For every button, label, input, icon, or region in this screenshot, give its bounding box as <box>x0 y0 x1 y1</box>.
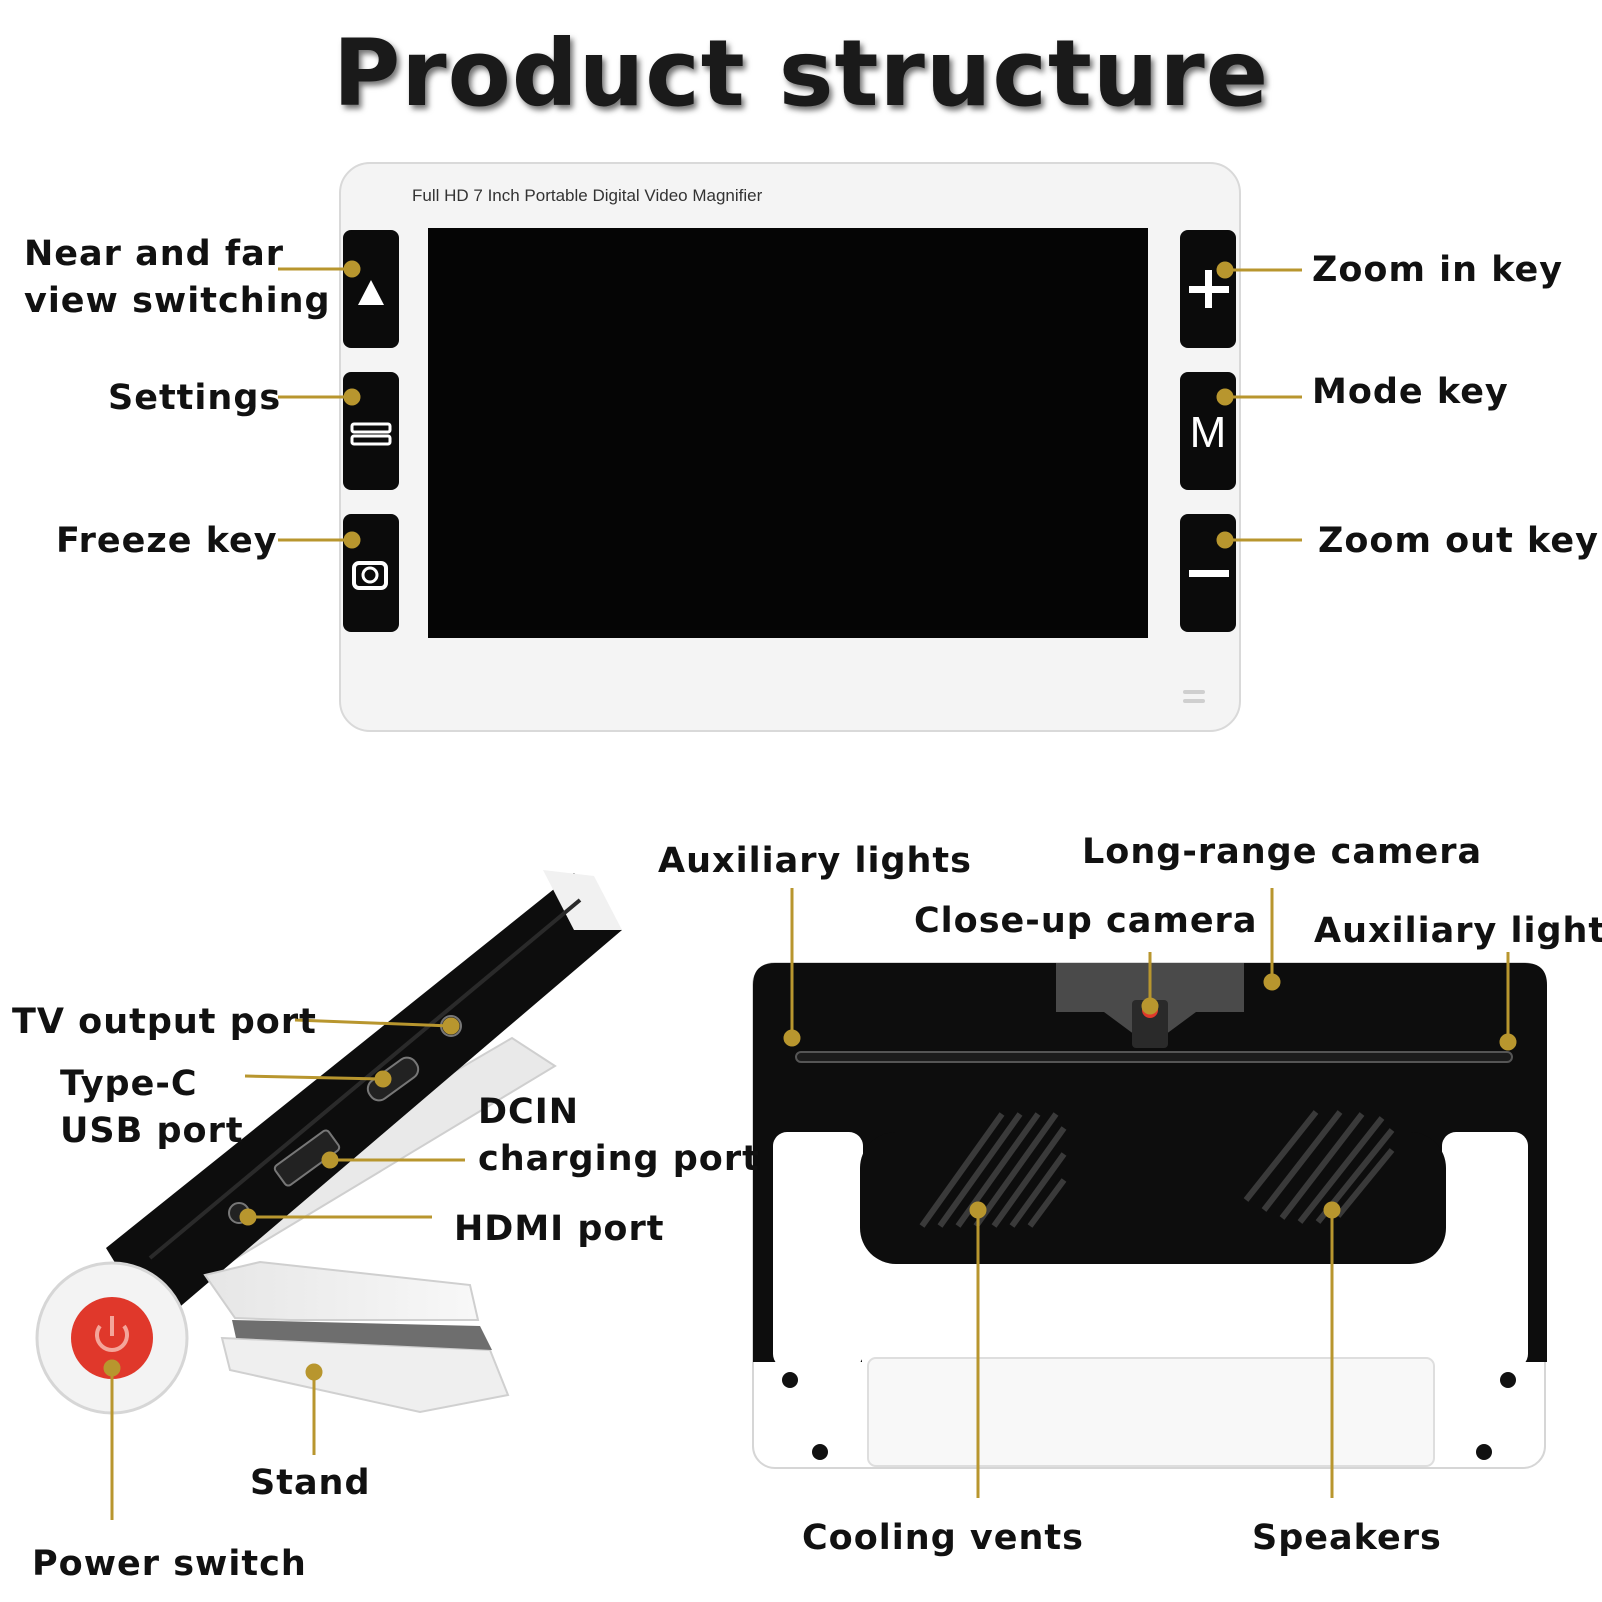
label-auxiliary-lights-right: Auxiliary lights <box>1314 911 1602 951</box>
label-settings: Settings <box>108 378 282 418</box>
label-near-far-view-switching: Near and far view switching <box>24 234 331 321</box>
label-type-c-usb-port: Type-C USB port <box>60 1064 244 1151</box>
label-stand: Stand <box>250 1463 371 1503</box>
label-power-switch: Power switch <box>32 1544 307 1584</box>
plus-icon <box>1189 270 1229 308</box>
page-title: Product structure <box>332 20 1270 127</box>
speaker-grille <box>1243 1110 1395 1224</box>
side-leader-lines <box>103 1017 465 1520</box>
power-icon <box>95 1324 129 1352</box>
front-leader-lines <box>278 260 1302 549</box>
label-auxiliary-lights-left: Auxiliary lights <box>658 841 972 881</box>
label-zoom-out-key: Zoom out key <box>1318 521 1599 561</box>
back-device <box>752 962 1547 1469</box>
label-cooling-vents: Cooling vents <box>802 1518 1084 1558</box>
label-mode-key: Mode key <box>1312 372 1509 412</box>
label-tv-output-port: TV output port <box>12 1002 317 1042</box>
cooling-vents <box>919 1112 1067 1228</box>
stand-shape <box>203 1260 480 1321</box>
mountain-icon <box>358 280 384 305</box>
menu-icon <box>350 422 392 446</box>
label-zoom-in-key: Zoom in key <box>1312 250 1564 290</box>
camera-icon <box>352 561 388 590</box>
type-c-port-shape <box>366 1056 420 1102</box>
device-caption: Full HD 7 Inch Portable Digital Video Ma… <box>412 186 763 205</box>
hdmi-port-shape <box>273 1129 341 1187</box>
label-hdmi-port: HDMI port <box>454 1209 665 1249</box>
minus-icon <box>1189 570 1229 577</box>
label-freeze-key: Freeze key <box>56 521 278 561</box>
screen <box>428 228 1148 638</box>
back-leader-lines <box>783 888 1517 1498</box>
power-button[interactable] <box>71 1297 153 1379</box>
label-speakers: Speakers <box>1252 1518 1442 1558</box>
label-dcin-charging-port: DCIN charging port <box>478 1092 760 1179</box>
front-device: Full HD 7 Inch Portable Digital Video Ma… <box>339 162 1241 732</box>
mode-glyph: M <box>1190 408 1227 457</box>
label-long-range-camera: Long-range camera <box>1082 832 1483 872</box>
label-close-up-camera: Close-up camera <box>914 901 1258 941</box>
